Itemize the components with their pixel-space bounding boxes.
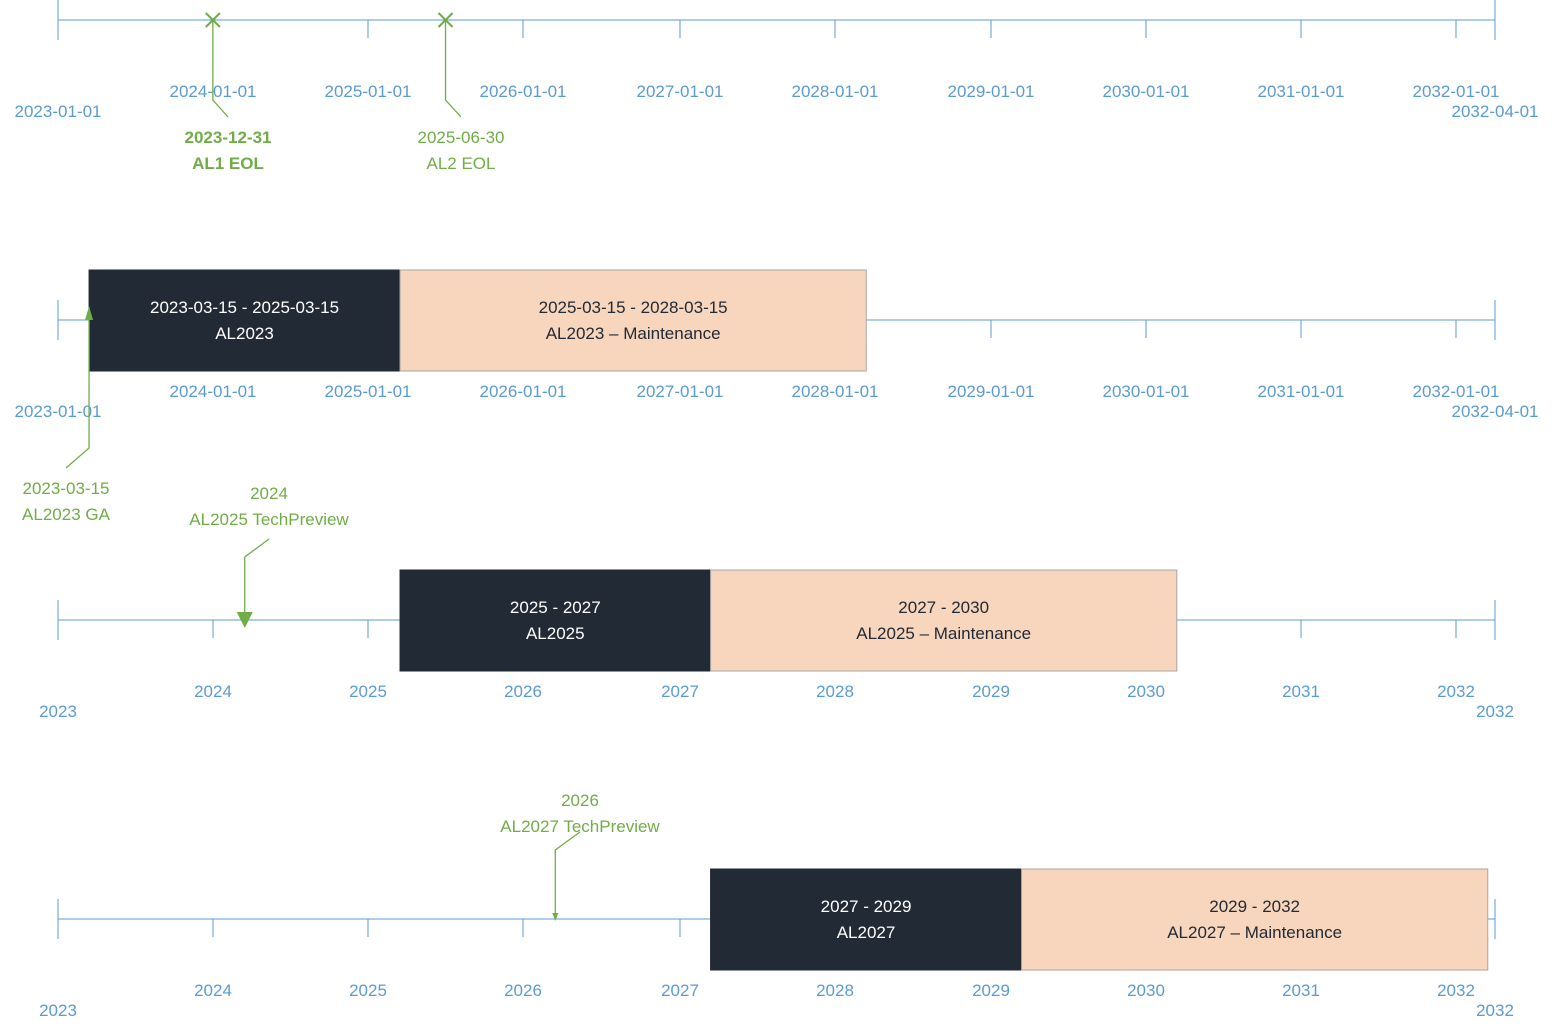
- bar-name: AL2027 – Maintenance: [1167, 923, 1342, 942]
- bar-name: AL2025 – Maintenance: [856, 624, 1031, 643]
- maintenance-bar: [1021, 868, 1489, 971]
- bar-name: AL2025: [526, 624, 585, 643]
- year-tick-label: 2024-01-01: [170, 382, 257, 401]
- year-tick-label: 2024: [194, 682, 232, 701]
- year-tick-label: 2030: [1127, 981, 1165, 1000]
- axis-start-label: 2023-01-01: [15, 102, 102, 121]
- year-tick-label: 2032-01-01: [1413, 382, 1500, 401]
- year-tick-label: 2029-01-01: [948, 82, 1035, 101]
- bar-date-range: 2029 - 2032: [1209, 897, 1300, 916]
- leader-line: [65, 320, 90, 469]
- year-tick-label: 2027: [661, 981, 699, 1000]
- milestone-name: AL2025 TechPreview: [189, 510, 349, 529]
- year-tick-label: 2027: [661, 682, 699, 701]
- milestone-date: 2025-06-30: [418, 128, 505, 147]
- bar-date-range: 2027 - 2029: [821, 897, 912, 916]
- timeline-al2023: 2024-01-01 2025-01-01 2026-01-01 2027-01-01…: [15, 269, 1539, 524]
- year-tick-label: 2028: [816, 981, 854, 1000]
- year-tick-label: 2026-01-01: [480, 82, 567, 101]
- bar-name: AL2027: [837, 923, 896, 942]
- release-bar: [710, 868, 1023, 971]
- year-tick-label: 2032: [1437, 682, 1475, 701]
- year-tick-label: 2025: [349, 682, 387, 701]
- axis-end-label: 2032-04-01: [1452, 402, 1539, 421]
- year-tick-label: 2026: [504, 981, 542, 1000]
- timeline-al2025: 2024 2025 2026 2027 2028 2029 2030 2031 2032 2023…: [39, 484, 1514, 721]
- year-tick-label: 2025: [349, 981, 387, 1000]
- year-tick-label: 2032: [1437, 981, 1475, 1000]
- year-tick-label: 2028-01-01: [792, 82, 879, 101]
- triangle-icon: [236, 612, 253, 628]
- milestone-name: AL2 EOL: [427, 154, 496, 173]
- year-tick-label: 2032-01-01: [1413, 82, 1500, 101]
- milestone-date: 2026: [561, 791, 599, 810]
- milestone-name: AL2023 GA: [22, 505, 111, 524]
- leader-line: [554, 831, 581, 913]
- triangle-icon: [552, 913, 559, 921]
- triangle-icon: [85, 306, 94, 320]
- year-tick-label: 2025-01-01: [325, 82, 412, 101]
- bar-date-range: 2027 - 2030: [898, 598, 989, 617]
- year-tick-label: 2026-01-01: [480, 382, 567, 401]
- year-tick-label: 2030-01-01: [1103, 382, 1190, 401]
- bar-name: AL2023: [215, 324, 274, 343]
- axis-end-label: 2032: [1476, 702, 1514, 721]
- milestone-date: 2023-03-15: [23, 479, 110, 498]
- year-tick-label: 2031: [1282, 682, 1320, 701]
- timeline-al2027: 2024 2025 2026 2027 2028 2029 2030 2031 2032 2023…: [39, 791, 1514, 1020]
- year-tick-label: 2029-01-01: [948, 382, 1035, 401]
- milestone-date: 2024: [250, 484, 288, 503]
- leader-line: [212, 20, 229, 118]
- axis-end-label: 2032: [1476, 1001, 1514, 1020]
- year-tick-label: 2031-01-01: [1258, 82, 1345, 101]
- leader-line: [444, 20, 462, 118]
- year-tick-label: 2024: [194, 981, 232, 1000]
- bar-date-range: 2025 - 2027: [510, 598, 601, 617]
- axis-end-label: 2032-04-01: [1452, 102, 1539, 121]
- year-tick-label: 2031-01-01: [1258, 382, 1345, 401]
- milestone-name: AL2027 TechPreview: [500, 817, 660, 836]
- year-tick-label: 2029: [972, 981, 1010, 1000]
- year-tick-label: 2027-01-01: [637, 382, 724, 401]
- year-tick-label: 2029: [972, 682, 1010, 701]
- leader-line: [244, 538, 270, 612]
- year-tick-label: 2027-01-01: [637, 82, 724, 101]
- year-tick-label: 2028: [816, 682, 854, 701]
- year-tick-label: 2028-01-01: [792, 382, 879, 401]
- axis-start-label: 2023: [39, 702, 77, 721]
- year-tick-label: 2030: [1127, 682, 1165, 701]
- year-tick-label: 2025-01-01: [325, 382, 412, 401]
- bar-date-range: 2023-03-15 - 2025-03-15: [150, 298, 339, 317]
- milestone-name: AL1 EOL: [192, 154, 264, 173]
- bar-date-range: 2025-03-15 - 2028-03-15: [539, 298, 728, 317]
- maintenance-bar: [399, 269, 867, 372]
- bar-name: AL2023 – Maintenance: [546, 324, 721, 343]
- milestone-date: 2023-12-31: [185, 128, 272, 147]
- release-bar: [399, 569, 712, 672]
- year-tick-label: 2030-01-01: [1103, 82, 1190, 101]
- year-tick-label: 2026: [504, 682, 542, 701]
- release-bar: [88, 269, 401, 372]
- maintenance-bar: [710, 569, 1178, 672]
- year-tick-label: 2031: [1282, 981, 1320, 1000]
- axis-start-label: 2023: [39, 1001, 77, 1020]
- axis-start-label: 2023-01-01: [15, 402, 102, 421]
